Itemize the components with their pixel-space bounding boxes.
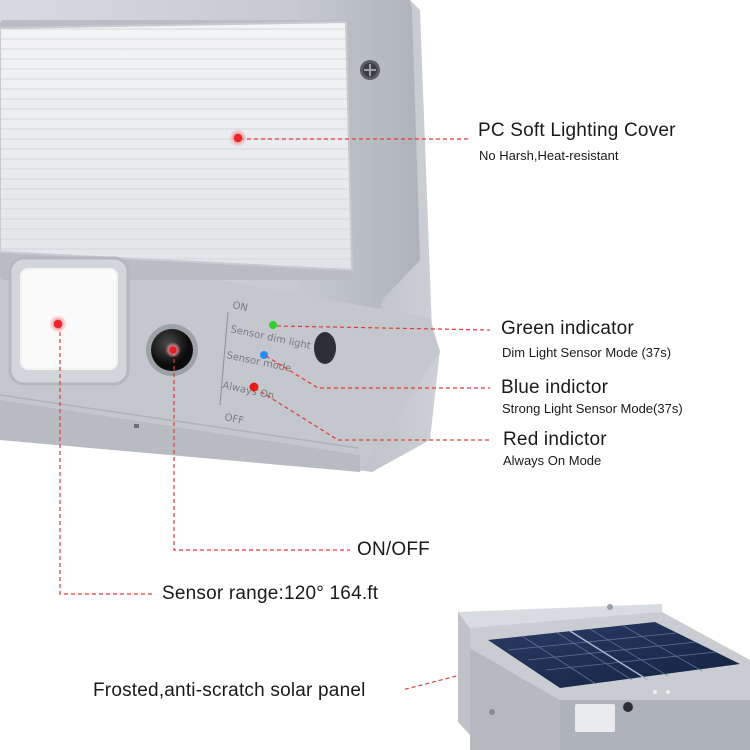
onoff-callout-dot <box>165 342 181 358</box>
green-callout-subtitle: Dim Light Sensor Mode (37s) <box>502 345 672 360</box>
onoff-callout-title: ON/OFF <box>357 539 430 560</box>
red-led <box>249 382 259 392</box>
green-callout-title: Green indicator <box>501 318 634 339</box>
sensor-callout-dot <box>49 315 67 333</box>
red-callout-subtitle: Always On Mode <box>503 453 602 468</box>
screw-icon <box>360 60 380 80</box>
housing-bottom-edge <box>0 400 360 472</box>
blue-callout-subtitle: Strong Light Sensor Mode(37s) <box>502 401 683 416</box>
cover-callout-dot <box>229 129 247 147</box>
solar-light-thumbnail <box>458 604 750 750</box>
green-led <box>269 321 277 329</box>
sensor-window <box>8 256 130 386</box>
pc-lighting-cover <box>0 20 354 280</box>
blue-callout-title: Blue indictor <box>501 377 609 398</box>
blue-led <box>260 351 268 359</box>
off-marking: OFF <box>223 412 244 427</box>
cover-callout-title: PC Soft Lighting Cover <box>478 120 676 141</box>
red-callout-title: Red indictor <box>503 429 607 450</box>
solar-panel <box>488 622 740 688</box>
side-port <box>314 332 336 364</box>
solar-callout-title: Frosted,anti-scratch solar panel <box>93 680 366 701</box>
cover-callout-subtitle: No Harsh,Heat-resistant <box>479 148 619 163</box>
on-marking: ON <box>231 300 248 314</box>
sensor-callout-title: Sensor range:120° 164.ft <box>162 583 379 604</box>
